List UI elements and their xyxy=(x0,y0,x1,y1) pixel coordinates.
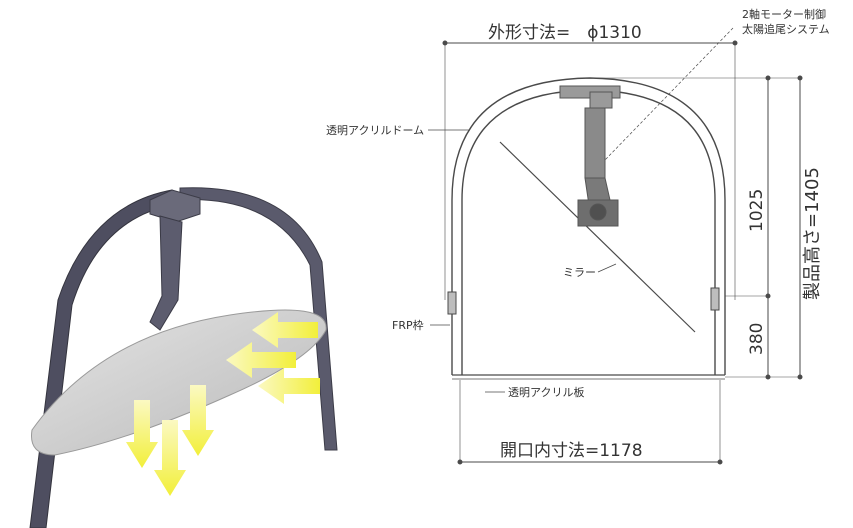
reflected-ray-arrow xyxy=(126,400,158,468)
tracker-mechanism xyxy=(559,85,621,227)
tracking-system-label-line1: 2軸モーター制御 xyxy=(742,7,826,21)
height-1025-label: 1025 xyxy=(747,189,767,232)
tracker-arm xyxy=(149,215,183,331)
reflected-ray-arrow xyxy=(182,385,214,456)
total-height-label: 製品高さ=1405 xyxy=(802,167,823,300)
mirror-label: ミラー xyxy=(563,266,596,279)
dome-label: 透明アクリルドーム xyxy=(326,124,424,137)
sun-ray-arrow xyxy=(252,312,318,348)
device-illustration xyxy=(29,187,338,528)
technical-drawing xyxy=(428,27,803,465)
arch-frame-front xyxy=(29,189,179,528)
sun-ray-arrow xyxy=(226,342,296,378)
arch-frame-back xyxy=(179,187,338,451)
reflected-ray-arrow xyxy=(154,420,186,496)
mirror-disk xyxy=(30,309,327,456)
outer-dimension-label: 外形寸法= ϕ1310 xyxy=(488,23,642,43)
acrylic-plate-label: 透明アクリル板 xyxy=(508,385,584,399)
opening-dimension-label: 開口内寸法=1178 xyxy=(500,441,643,461)
height-380-label: 380 xyxy=(747,323,767,355)
tracking-system-label-line2: 太陽追尾システム xyxy=(742,22,830,36)
frp-frame-label: FRP枠 xyxy=(392,318,424,332)
sun-ray-arrow xyxy=(258,368,320,404)
tracker-mount xyxy=(149,189,201,223)
mirror-line xyxy=(499,141,696,333)
